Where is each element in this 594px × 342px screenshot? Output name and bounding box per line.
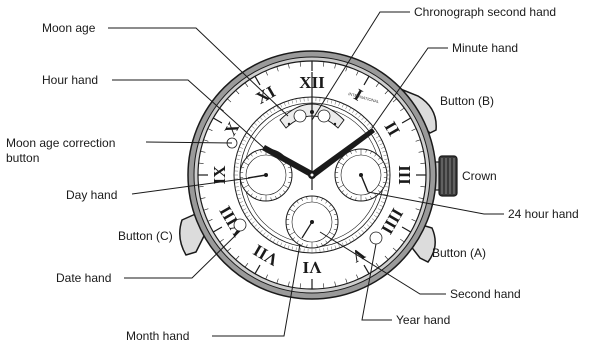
label-crown: Crown	[462, 169, 497, 183]
label-moon-age-correction-button-1: Moon age correction	[6, 136, 115, 150]
label-day-hand: Day hand	[66, 188, 117, 202]
label-chronograph-second-hand: Chronograph second hand	[414, 5, 556, 19]
label-minute-hand: Minute hand	[452, 41, 518, 55]
label-button-b: Button (B)	[440, 94, 494, 108]
label-hour-hand: Hour hand	[42, 73, 98, 87]
label-button-c: Button (C)	[118, 229, 173, 243]
label-second-hand: Second hand	[450, 287, 521, 301]
seconds-subdial	[286, 196, 338, 248]
numeral-vi: VI	[302, 258, 321, 277]
hour24-subdial	[335, 149, 387, 201]
label-24-hour-hand: 24 hour hand	[508, 207, 579, 221]
label-year-hand: Year hand	[396, 313, 450, 327]
date-dial	[234, 219, 246, 231]
label-moon-age-correction-button-2: button	[6, 151, 39, 165]
numeral-iii: III	[395, 165, 414, 185]
label-month-hand: Month hand	[126, 329, 189, 342]
year-dial	[370, 232, 382, 244]
label-moon-age: Moon age	[42, 21, 96, 35]
label-button-a: Button (A)	[432, 246, 486, 260]
label-date-hand: Date hand	[56, 271, 111, 285]
